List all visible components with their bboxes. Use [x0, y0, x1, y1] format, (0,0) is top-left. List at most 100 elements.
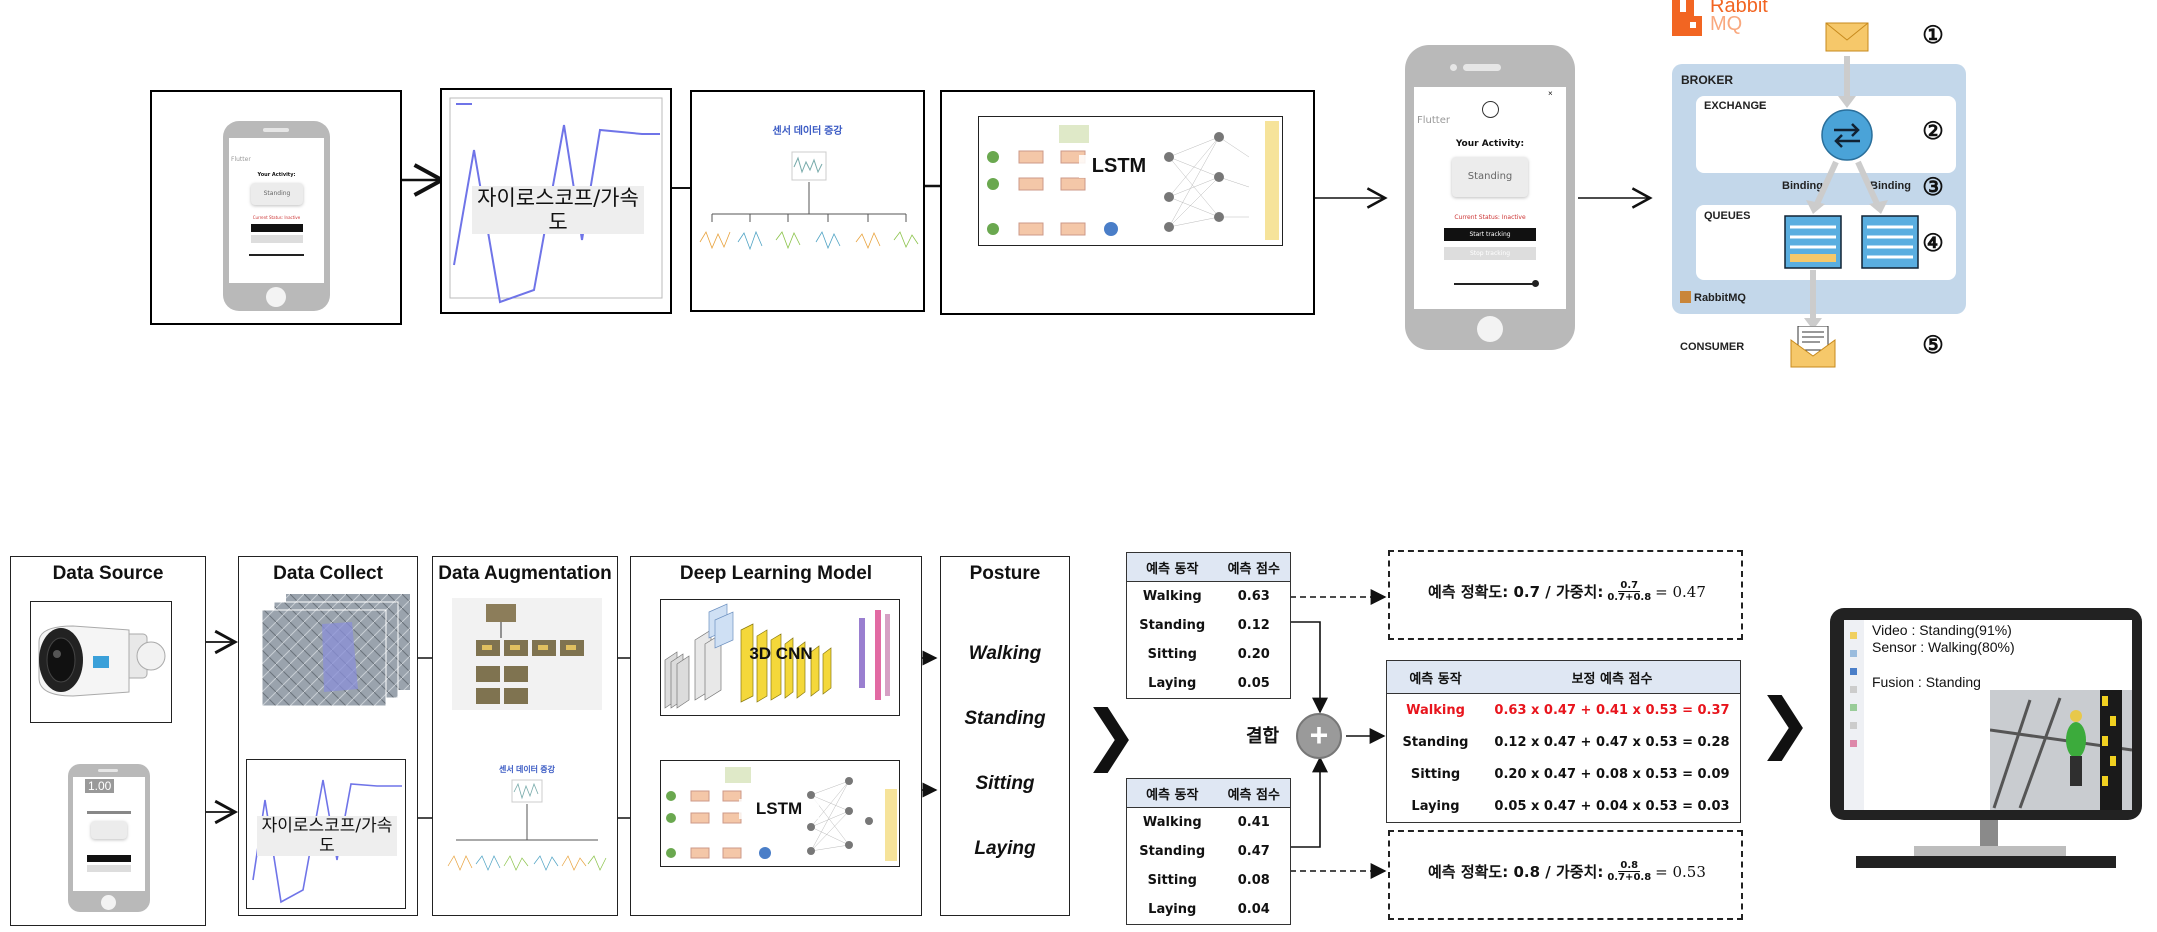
broker-label: BROKER	[1681, 73, 1734, 87]
top-phone-start-button[interactable]	[251, 224, 303, 232]
rabbitmq-footer-logo-icon	[1680, 291, 1691, 303]
table-cell: 0.47	[1237, 844, 1270, 859]
aug-tree-chart	[699, 151, 919, 251]
table-cell: Standing	[1139, 618, 1206, 633]
table-row: Walking 0.41	[1127, 808, 1291, 838]
arrow-video-to-combine	[1290, 621, 1328, 714]
app-home-button[interactable]	[1477, 316, 1503, 342]
table-cell: Sitting	[1147, 873, 1197, 888]
exchange-left-pad	[1696, 96, 1756, 173]
table-cell: 0.08	[1237, 873, 1270, 888]
video-augmentation-tree	[452, 598, 602, 710]
app-phone-title: Flutter	[1417, 115, 1450, 126]
corrected-action-sitting: Sitting	[1410, 766, 1461, 782]
aug-panel-title: 센서 데이터 증강	[772, 126, 843, 137]
video-accuracy-prefix: 예측 정확도: 0.7 / 가중치:	[1428, 583, 1604, 601]
rabbitmq-logo-top: Rabbit	[1710, 0, 1768, 17]
table-cell: Standing	[1139, 844, 1206, 859]
table-header-score: 예측 점수	[1217, 552, 1291, 582]
sensor-augmentation-tree: 센서 데이터 증강	[446, 760, 608, 878]
top-phone-activity-value: Standing	[251, 183, 303, 205]
table-cell: Laying	[1148, 676, 1197, 691]
sensor-weight-denominator: 0.7+0.8	[1607, 872, 1652, 883]
deep-learning-model-title: Deep Learning Model	[679, 563, 873, 584]
source-phone-value: 1.00	[85, 779, 115, 793]
top-phone-slider[interactable]	[249, 254, 304, 256]
corrected-header-score: 보정 예측 점수	[1484, 660, 1741, 694]
app-phone: Flutter × Your Activity: Standing Curren…	[1405, 45, 1575, 350]
queue-2-icon	[1861, 215, 1921, 276]
app-slider[interactable]	[1454, 283, 1534, 285]
monitor-sidebar	[1844, 620, 1864, 810]
data-collect-title: Data Collect	[273, 563, 383, 584]
table-cell: 0.04	[1237, 902, 1270, 917]
table-cell: Sitting	[1147, 647, 1197, 662]
data-source-title: Data Source	[52, 563, 164, 584]
table-cell: Walking	[1142, 589, 1202, 604]
step-4-badge: ④	[1922, 230, 1944, 257]
step-5-badge: ⑤	[1922, 332, 1944, 359]
step-2-badge: ②	[1922, 118, 1944, 145]
top-phone-stop-button[interactable]	[251, 235, 303, 243]
queue-1-icon	[1784, 215, 1844, 276]
posture-walking: Walking	[968, 643, 1042, 664]
app-start-button[interactable]: Start tracking	[1444, 228, 1536, 241]
table-cell: 0.41	[1237, 815, 1270, 830]
app-logo-icon	[1482, 101, 1499, 118]
table-cell: Walking	[1142, 815, 1202, 830]
consumer-label: CONSUMER	[1680, 341, 1745, 353]
monitor-sensor-line: Sensor : Walking(80%)	[1872, 639, 2015, 655]
table-row: Laying 0.05	[1127, 669, 1291, 699]
table-row: Sitting 0.08	[1127, 866, 1291, 895]
consumer-envelope-icon	[1790, 325, 1836, 373]
monitor-video-line: Video : Standing(91%)	[1872, 622, 2012, 638]
table-row: Laying 0.04	[1127, 895, 1291, 925]
lstm-diagram: LSTM	[978, 116, 1283, 246]
monitor-base	[1856, 856, 2116, 868]
sensor-aug-title: 센서 데이터 증강	[499, 765, 555, 774]
sensor-weight-result: = 0.53	[1655, 862, 1706, 881]
corrected-header-action: 예측 동작	[1386, 660, 1484, 694]
app-status: Current Status: Inactive	[1454, 214, 1526, 221]
lstm-label-top: LSTM	[1079, 155, 1159, 178]
cnn-label: 3D CNN	[749, 644, 813, 663]
rabbitmq-logo: Rabbit MQ	[1670, 0, 1790, 40]
cctv-camera-icon	[33, 612, 173, 717]
video-weight-denominator: 0.7+0.8	[1607, 592, 1652, 603]
table-cell: Laying	[1148, 902, 1197, 917]
step-1-badge: ①	[1922, 22, 1944, 49]
monitor-stand	[1980, 820, 1998, 848]
step-3-badge: ③	[1922, 174, 1944, 201]
binding-left-label: Binding	[1782, 180, 1823, 192]
posture-title: Posture	[969, 563, 1041, 584]
corrected-formula-standing: 0.12 x 0.47 + 0.47 x 0.53 = 0.28	[1494, 734, 1730, 750]
monitor-video-frame	[1990, 690, 2132, 810]
table-header-score: 예측 점수	[1217, 778, 1291, 808]
app-close-icon[interactable]: ×	[1548, 89, 1553, 98]
sensor-weight-numerator: 0.8	[1618, 860, 1641, 872]
posture-sitting: Sitting	[975, 773, 1035, 794]
lstm-label-bottom: LSTM	[739, 799, 819, 819]
arrow-sensor-to-combine	[1290, 756, 1328, 848]
rabbitmq-footer-label: RabbitMQ	[1694, 292, 1746, 304]
top-phone: Flutter Your Activity: Standing Current …	[223, 121, 330, 311]
exchange-label-overlay: EXCHANGE	[1704, 100, 1767, 112]
app-stop-button[interactable]: Stop tracking	[1444, 247, 1536, 260]
table-header-action: 예측 동작	[1126, 778, 1218, 808]
table-row: Standing 0.47	[1127, 837, 1291, 866]
corrected-formula-walking: 0.63 x 0.47 + 0.41 x 0.53 = 0.37	[1494, 702, 1730, 718]
table-cell: 0.05	[1237, 676, 1270, 691]
posture-standing: Standing	[964, 708, 1046, 729]
lstm-panel: LSTM	[940, 90, 1315, 315]
